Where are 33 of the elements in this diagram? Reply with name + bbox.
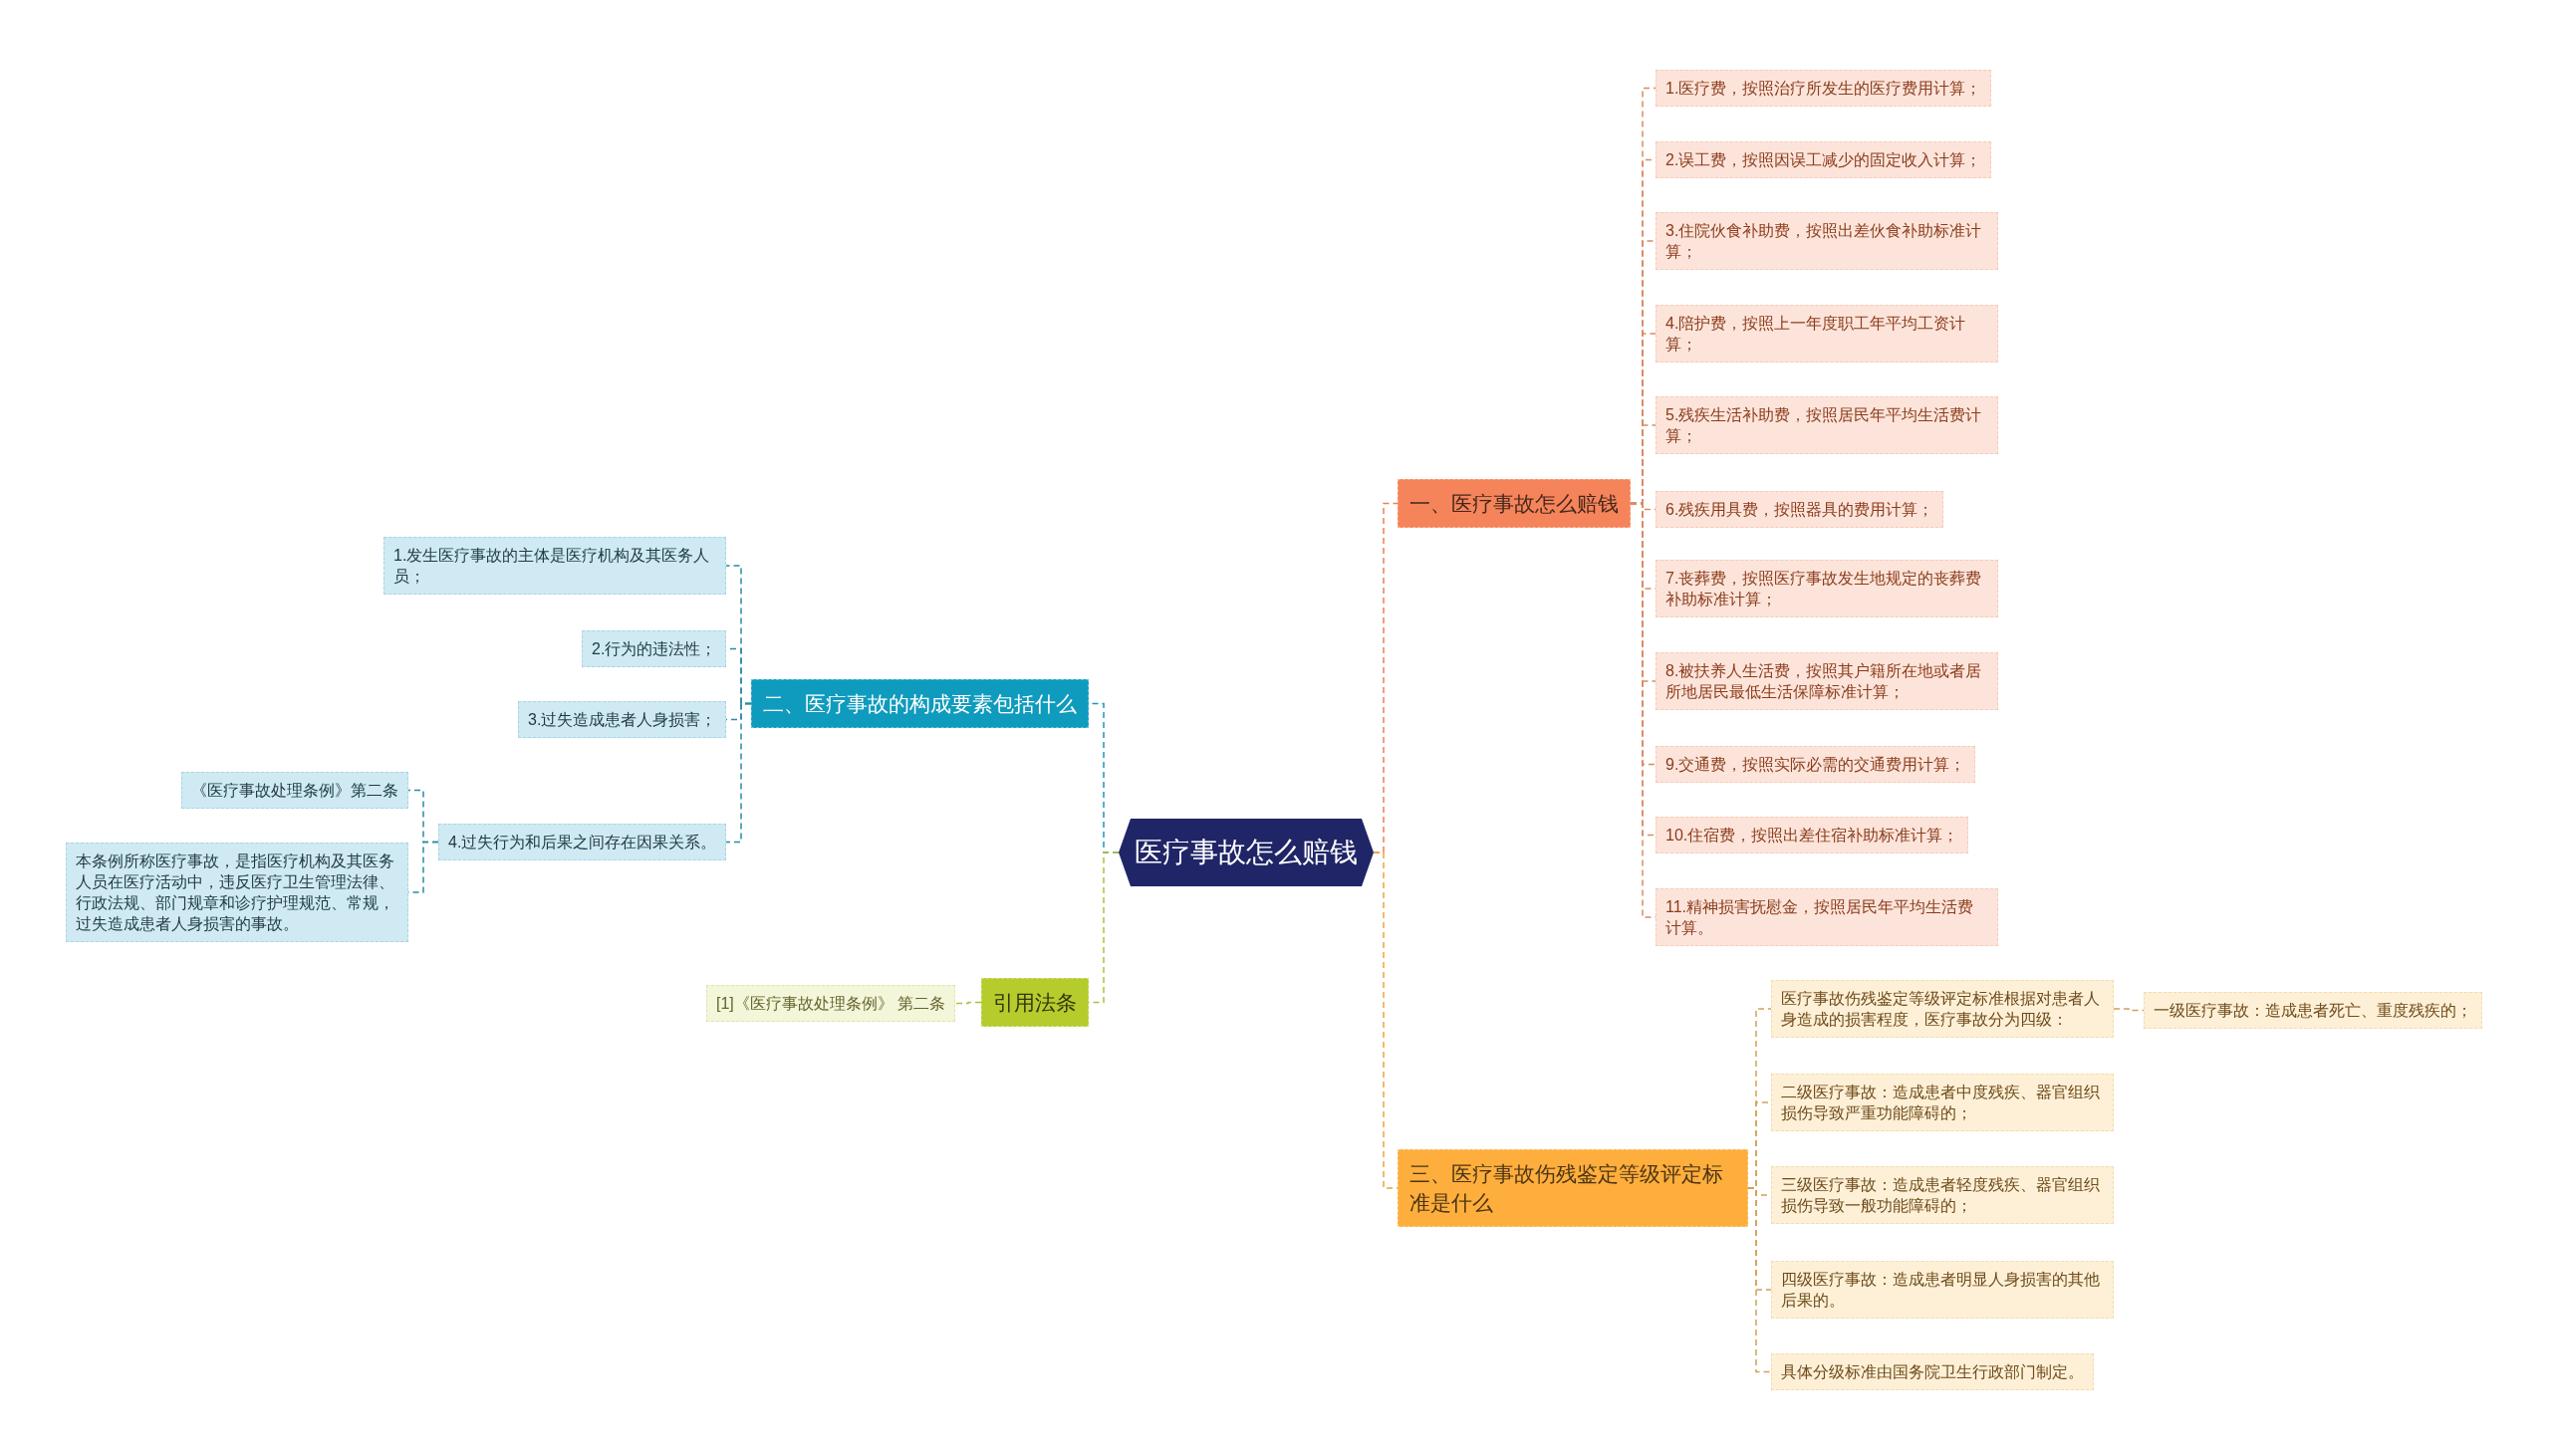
detail-box: [1]《医疗事故处理条例》 第二条 (706, 985, 956, 1022)
connector-line (954, 1001, 982, 1005)
connector-line (1747, 1187, 1772, 1373)
detail-box: 7.丧葬费，按照医疗事故发生地规定的丧葬费补助标准计算； (1656, 560, 1998, 617)
topic-box: 三、医疗事故伤残鉴定等级评定标准是什么 (1398, 1149, 1748, 1227)
detail-box: 5.残疾生活补助费，按照居民年平均生活费计算； (1656, 396, 1998, 454)
detail-box: 8.被扶养人生活费，按照其户籍所在地或者居所地居民最低生活保障标准计算； (1656, 652, 1998, 710)
topic-box: 二、医疗事故的构成要素包括什么 (751, 679, 1089, 728)
detail-box: 四级医疗事故：造成患者明显人身损害的其他后果的。 (1771, 1261, 2114, 1319)
connector-line (2113, 1008, 2145, 1012)
topic-box: 引用法条 (981, 978, 1089, 1027)
detail-box: 3.住院伙食补助费，按照出差伙食补助标准计算； (1656, 212, 1998, 270)
detail-box: 本条例所称医疗事故，是指医疗机构及其医务人员在医疗活动中，违反医疗卫生管理法律、行政法规、部门规章和诊疗护理规范、常规，过失造成患者人身损害的事故。 (66, 843, 408, 942)
detail-box: 3.过失造成患者人身损害； (518, 701, 727, 738)
detail-box: 三级医疗事故：造成患者轻度残疾、器官组织损伤导致一般功能障碍的； (1771, 1166, 2114, 1224)
detail-box: 医疗事故伤残鉴定等级评定标准根据对患者人身造成的损害程度，医疗事故分为四级： (1771, 980, 2114, 1038)
detail-box: 10.住宿费，按照出差住宿补助标准计算； (1656, 817, 1969, 853)
central-topic-hexagon: 医疗事故怎么赔钱 (1119, 819, 1374, 886)
detail-box: 1.发生医疗事故的主体是医疗机构及其医务人员； (383, 537, 726, 595)
topic-box: 一、医疗事故怎么赔钱 (1398, 479, 1631, 528)
detail-box: 《医疗事故处理条例》第二条 (181, 772, 408, 809)
detail-box: 具体分级标准由国务院卫生行政部门制定。 (1771, 1353, 2094, 1390)
detail-box: 11.精神损害抚慰金，按照居民年平均生活费计算。 (1656, 888, 1998, 946)
detail-box: 1.医疗费，按照治疗所发生的医疗费用计算； (1656, 70, 1992, 107)
detail-box: 2.行为的违法性； (582, 630, 727, 667)
detail-box: 一级医疗事故：造成患者死亡、重度残疾的； (2144, 992, 2482, 1029)
detail-box: 二级医疗事故：造成患者中度残疾、器官组织损伤导致严重功能障碍的； (1771, 1074, 2114, 1131)
detail-box: 9.交通费，按照实际必需的交通费用计算； (1656, 746, 1976, 783)
detail-box: 4.过失行为和后果之间存在因果关系。 (438, 824, 727, 860)
detail-box: 2.误工费，按照因误工减少的固定收入计算； (1656, 141, 1992, 178)
detail-box: 6.残疾用具费，按照器具的费用计算； (1656, 491, 1944, 528)
connector-line (725, 702, 752, 844)
detail-box: 4.陪护费，按照上一年度职工年平均工资计算； (1656, 305, 1998, 363)
